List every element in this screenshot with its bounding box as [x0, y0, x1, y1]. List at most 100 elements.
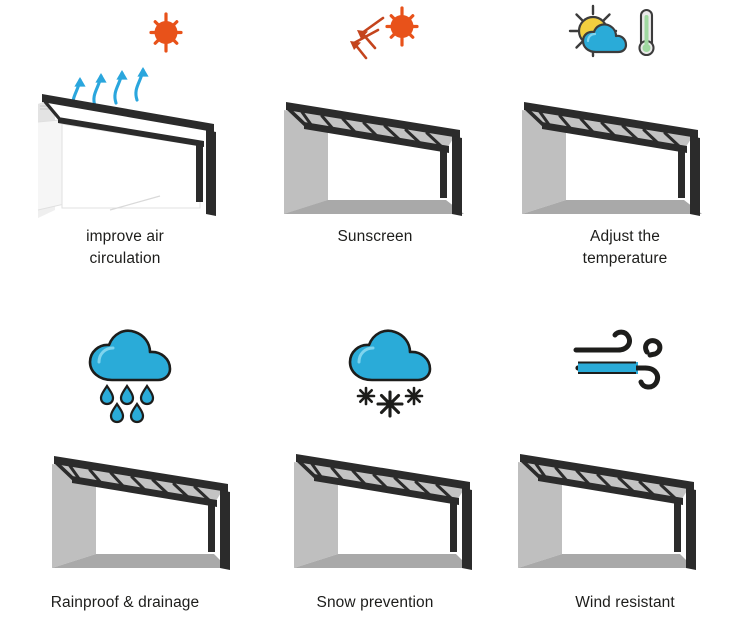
feature-caption: Rainproof & drainage: [7, 592, 243, 614]
floor: [518, 554, 694, 568]
snowflake-group: [356, 386, 424, 418]
rear-column: [208, 504, 215, 552]
left-wall: [52, 464, 96, 568]
sun-icon: [149, 12, 183, 53]
pergola-illustration-closed-louvers: [500, 62, 750, 216]
roof-inner-beam: [538, 474, 683, 505]
roof-front-beam: [286, 102, 460, 138]
rain-cloud-icon: [88, 329, 172, 424]
pergola-svg: [294, 454, 472, 570]
roof-left-rafter: [287, 105, 307, 129]
feature-card-wind-resistant: Wind resistant: [500, 318, 750, 635]
pergola-illustration-closed-louvers: [500, 428, 750, 576]
cloud-highlight: [586, 32, 597, 43]
pergola-svg: [522, 102, 702, 216]
wind-bar-bottom-edge: [578, 372, 636, 374]
roof-left-rafter: [55, 459, 75, 483]
left-wall: [522, 110, 566, 214]
feature-caption: Adjust the temperature: [507, 226, 743, 270]
thermometer-mercury: [644, 15, 649, 47]
roof-left-rafter: [525, 105, 545, 129]
floor-plane: [284, 200, 464, 214]
wind-curl-right: [643, 338, 663, 358]
wind-bar-top-edge: [578, 361, 636, 364]
raindrop: [99, 384, 115, 406]
caption-line: Rainproof & drainage: [50, 594, 200, 611]
snowflake-icon: [356, 386, 376, 406]
feature-caption: improve air circulation: [7, 226, 243, 270]
cloud-shape: [348, 329, 432, 382]
roof-front-beam: [296, 454, 470, 490]
pergola-svg: [518, 454, 696, 570]
front-column: [690, 136, 700, 216]
caption-line: circulation: [89, 250, 161, 267]
icon-group-temperature: [500, 0, 750, 62]
feature-caption: Sunscreen: [257, 226, 493, 248]
feature-caption: Wind resistant: [507, 592, 743, 614]
roof-inner-beam: [304, 122, 449, 153]
raindrop: [109, 402, 125, 424]
sun-core: [154, 21, 178, 44]
caption-line: Snow prevention: [316, 594, 434, 611]
roof-front-beam: [54, 456, 228, 492]
cloud-shape: [88, 329, 172, 382]
caption-line: Sunscreen: [337, 228, 413, 245]
snowflake-icon: [404, 386, 424, 406]
floor: [52, 554, 228, 568]
feature-card-adjust-the-temperature: Adjust the temperature: [500, 0, 750, 318]
raindrop: [119, 384, 135, 406]
pergola-svg: [52, 456, 230, 570]
feature-card-rainproof-and-drainage: Rainproof & drainage: [0, 318, 250, 635]
cloud-highlight: [97, 346, 115, 364]
roof-left-rafter: [44, 98, 60, 122]
roof-left-rafter: [297, 457, 317, 481]
thermometer-icon: [638, 8, 655, 57]
floor: [294, 554, 470, 568]
wind-lines-icon: [573, 329, 663, 390]
floor-seam: [109, 195, 161, 211]
cloud-shape: [581, 23, 628, 54]
rear-column: [196, 144, 203, 202]
feature-card-sunscreen: Sunscreen: [250, 0, 500, 318]
wind-accent-bar-fill: [578, 363, 636, 372]
pergola-illustration-closed-louvers: [250, 62, 500, 216]
caption-line: improve air: [86, 228, 164, 245]
wind-curl-bottom: [575, 365, 660, 390]
snowflake-icon: [376, 390, 404, 418]
raindrop-group: [99, 384, 155, 424]
roof-inner-beam: [314, 474, 459, 505]
front-column: [452, 136, 462, 216]
feature-card-improve-air-circulation: improve air circulation: [0, 0, 250, 318]
roof-front-beam: [42, 94, 214, 132]
thermometer-bulb-fill: [642, 44, 651, 52]
icon-group-sunscreen: [250, 0, 500, 62]
roof-front-beam: [520, 454, 694, 490]
caption-line: Adjust the: [590, 228, 660, 245]
left-wall: [518, 462, 562, 568]
roof-inner-beam: [58, 117, 204, 147]
pergola-svg: [284, 102, 464, 216]
feature-caption: Snow prevention: [257, 592, 493, 614]
rear-column: [678, 150, 685, 198]
reflected-ray-arrows-icon: [350, 16, 385, 60]
wind-curl-top: [573, 329, 633, 353]
front-column: [220, 490, 230, 570]
roof-inner-beam: [542, 122, 687, 153]
rear-column: [674, 502, 681, 552]
raindrop: [139, 384, 155, 406]
floor: [522, 200, 702, 214]
air-flow-arrowheads: [74, 67, 149, 87]
icon-group-wind: [500, 318, 750, 428]
left-wall: [294, 462, 338, 568]
cloud-highlight: [357, 346, 375, 364]
roof-front-beam: [524, 102, 698, 138]
reflected-ray-arrowheads: [350, 30, 368, 50]
front-column: [686, 488, 696, 570]
pergola-illustration-closed-louvers: [250, 428, 500, 576]
raindrop: [129, 402, 145, 424]
pergola-svg: [37, 67, 216, 218]
sun-core: [390, 15, 414, 38]
front-column: [462, 488, 472, 570]
caption-line: Wind resistant: [575, 594, 675, 611]
